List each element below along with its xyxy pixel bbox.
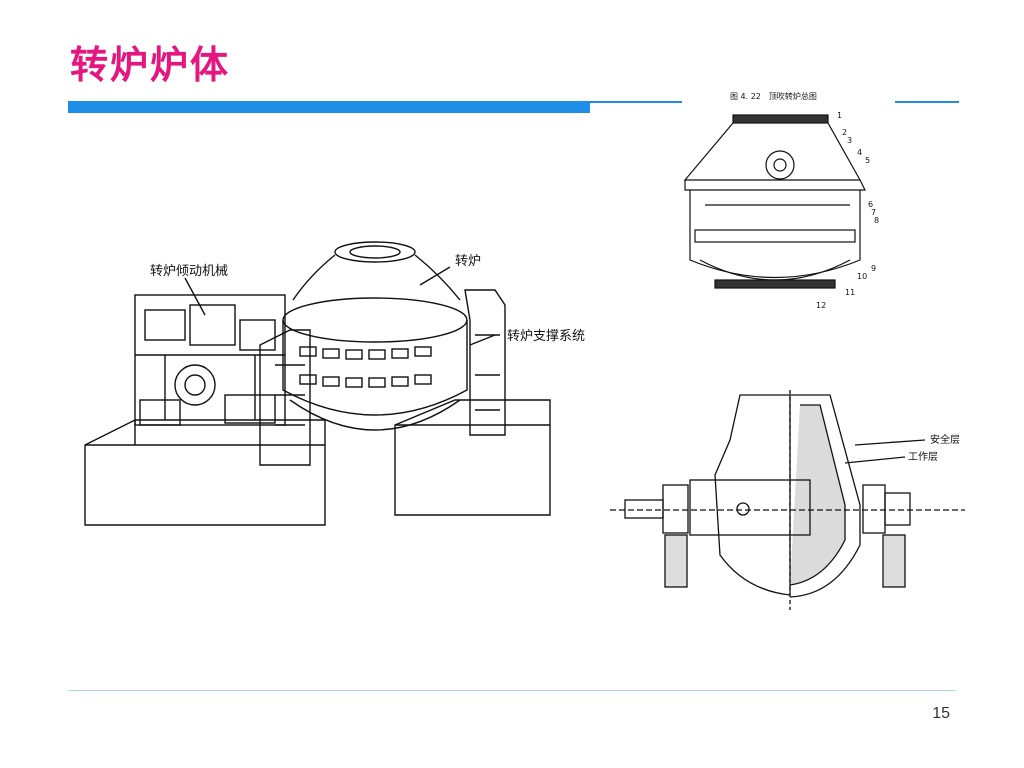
svg-text:4: 4	[857, 148, 862, 157]
svg-text:1: 1	[837, 111, 842, 120]
svg-text:8: 8	[874, 216, 879, 225]
label-safety-layer: 安全层	[930, 433, 960, 446]
svg-text:5: 5	[865, 156, 870, 165]
svg-text:7: 7	[871, 208, 876, 217]
title-underline-thin	[590, 101, 682, 103]
converter-assembly-drawing: 转炉倾动机械 转炉 转炉支撑系统	[84, 241, 585, 526]
part-number-labels: 1 2 3 4 5 6 7 8 9 10 11 12	[816, 111, 879, 310]
svg-text:12: 12	[816, 301, 826, 310]
top-blown-converter-drawing: 图 4. 22 顶吹转炉总图 1 2 3 4 5 6 7 8 9 10 11 1…	[683, 91, 879, 310]
converter-lining-section-drawing: 安全层 工作层	[610, 390, 965, 610]
svg-text:10: 10	[857, 272, 867, 281]
label-converter: 转炉	[455, 254, 481, 269]
svg-text:3: 3	[847, 136, 852, 145]
page-number: 15	[932, 705, 950, 722]
label-tilting-mechanism: 转炉倾动机械	[150, 264, 228, 279]
slide-title: 转炉炉体	[70, 43, 231, 87]
label-support-system: 转炉支撑系统	[507, 329, 585, 344]
svg-text:6: 6	[868, 200, 873, 209]
label-working-layer: 工作层	[908, 451, 938, 463]
svg-text:11: 11	[845, 288, 855, 297]
figure-caption: 图 4. 22 顶吹转炉总图	[730, 91, 817, 101]
title-underline-right	[895, 101, 959, 103]
footer-divider	[68, 690, 956, 691]
svg-text:2: 2	[842, 128, 847, 137]
title-underline-bar	[68, 101, 590, 113]
svg-text:9: 9	[871, 264, 876, 273]
